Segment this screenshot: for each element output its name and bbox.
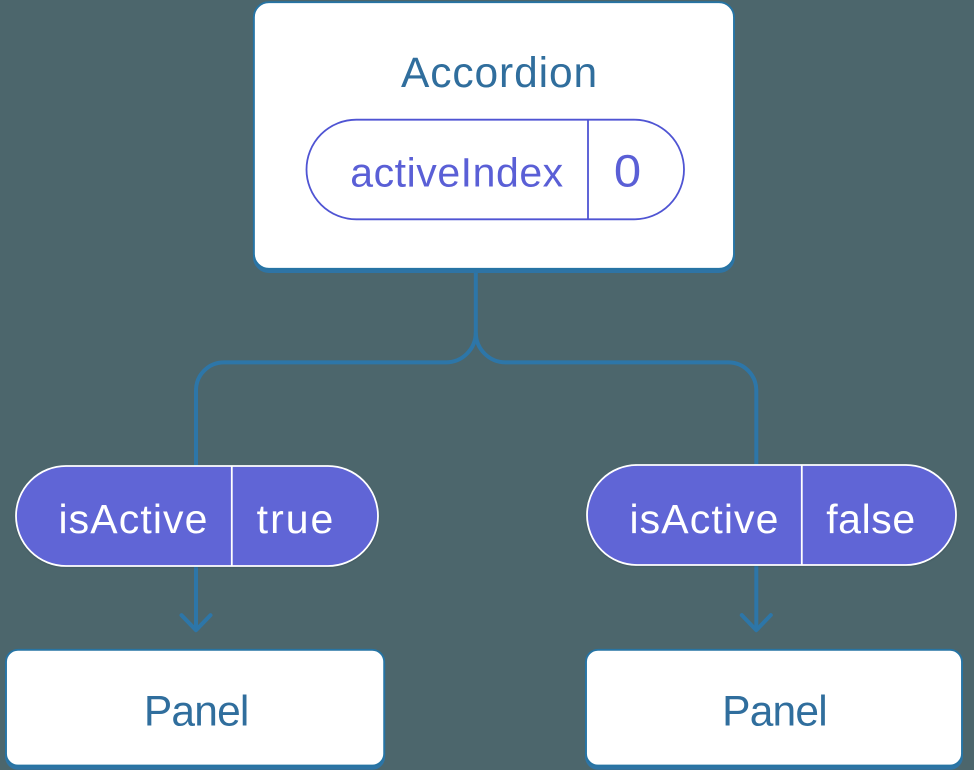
svg-text:isActive: isActive <box>629 496 779 542</box>
svg-text:isActive: isActive <box>58 496 208 542</box>
svg-text:0: 0 <box>614 145 641 196</box>
svg-text:Panel: Panel <box>144 689 249 736</box>
svg-text:true: true <box>257 496 336 542</box>
svg-text:Accordion: Accordion <box>401 50 598 97</box>
svg-text:activeIndex: activeIndex <box>350 149 563 195</box>
svg-text:Panel: Panel <box>722 689 827 736</box>
svg-text:false: false <box>826 496 916 542</box>
